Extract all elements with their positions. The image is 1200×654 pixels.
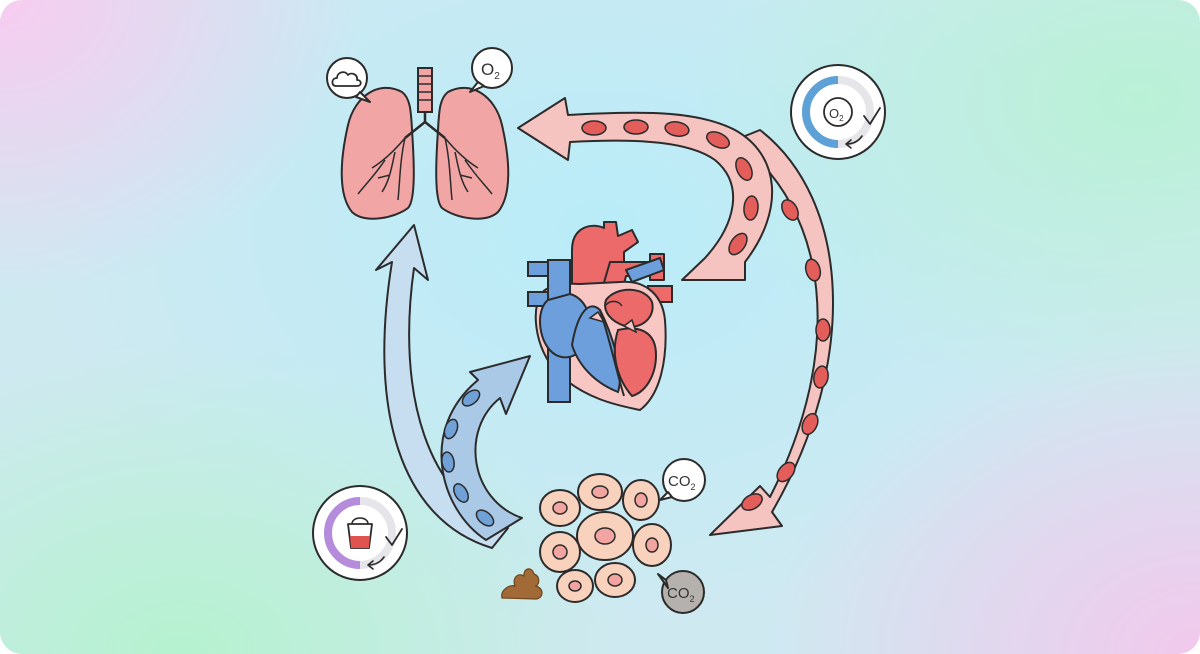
check-icon	[863, 107, 881, 125]
arrow-lungs-to-heart	[517, 97, 774, 281]
blood-cell	[776, 461, 796, 483]
bubble-circle	[471, 47, 513, 89]
bubble-tail	[355, 91, 371, 103]
poop-icon	[501, 568, 543, 600]
cloud-bubble	[326, 57, 371, 103]
blood-cell	[728, 232, 748, 256]
blood-cell	[623, 119, 649, 135]
blood-cell	[443, 418, 459, 440]
co2-subscript: 2	[690, 594, 695, 604]
heart-icon	[527, 221, 673, 412]
co2-subscript: 2	[691, 482, 696, 492]
blood-cell	[815, 318, 831, 342]
co2-bubble-grey: CO2	[657, 570, 705, 614]
o2-small-circle	[823, 97, 853, 127]
body-cell	[576, 511, 634, 561]
badge-ring-progress	[323, 497, 361, 569]
cell-cluster-icon	[539, 473, 672, 603]
blood-cell	[804, 258, 822, 282]
co2-bubble-white: CO2	[659, 458, 706, 502]
blood-cell	[781, 199, 799, 221]
return-arrow-icon	[367, 556, 385, 570]
left-atrium	[604, 288, 654, 328]
nutrient-cycle-icon	[312, 485, 408, 581]
return-arrow-icon	[845, 135, 863, 149]
blood-cell	[741, 493, 763, 511]
body-cell	[594, 562, 636, 598]
body-cell	[622, 479, 660, 521]
body-cell	[577, 473, 623, 511]
o2-label: O	[829, 106, 839, 121]
blood-cell	[664, 121, 690, 137]
right-lung	[435, 86, 510, 220]
blood-cell	[461, 389, 481, 407]
svg-text:CO2: CO2	[668, 473, 696, 492]
arrow-heart-to-cells-shape	[709, 129, 834, 536]
trachea	[417, 67, 433, 113]
bubble-circle	[661, 570, 705, 614]
blood-cell	[801, 412, 819, 436]
blood-cell	[735, 156, 753, 182]
svg-text:O2: O2	[481, 60, 500, 82]
o2-label: O	[481, 60, 494, 79]
body-cell	[632, 523, 672, 567]
body-cell	[556, 569, 594, 603]
o2-subscript: 2	[839, 114, 844, 123]
body-cell	[539, 489, 581, 527]
bubble-tail	[469, 81, 485, 93]
o2-subscript: 2	[494, 71, 500, 82]
oxygen-bubble: O2	[469, 47, 513, 93]
blood-cell	[581, 120, 607, 136]
blood-cell	[813, 365, 829, 389]
left-lung	[340, 86, 415, 220]
blood-cell	[441, 451, 455, 473]
arrow-heart-to-cells	[709, 129, 834, 536]
co2-label: CO	[667, 585, 690, 602]
arrow-lungs-to-heart-shape	[517, 97, 774, 281]
svg-text:CO2: CO2	[667, 585, 695, 604]
check-icon	[385, 528, 403, 546]
bubble-tail	[657, 573, 669, 589]
bubble-circle	[662, 458, 706, 502]
svg-text:O2: O2	[829, 106, 844, 123]
bubble-tail	[659, 491, 673, 501]
co2-label: CO	[668, 473, 691, 490]
blood-cell	[743, 195, 759, 221]
badge-ring-progress	[801, 76, 839, 148]
oxygen-cycle-icon: O2	[790, 64, 886, 160]
arrow-cells-to-heart	[440, 355, 531, 541]
blood-cell	[475, 509, 495, 527]
blood-cell	[705, 131, 731, 149]
left-ventricle	[613, 327, 658, 398]
lungs-icon	[340, 67, 510, 220]
body-cell	[539, 531, 581, 573]
cloud-icon	[331, 71, 362, 87]
blood-cell	[453, 483, 469, 503]
